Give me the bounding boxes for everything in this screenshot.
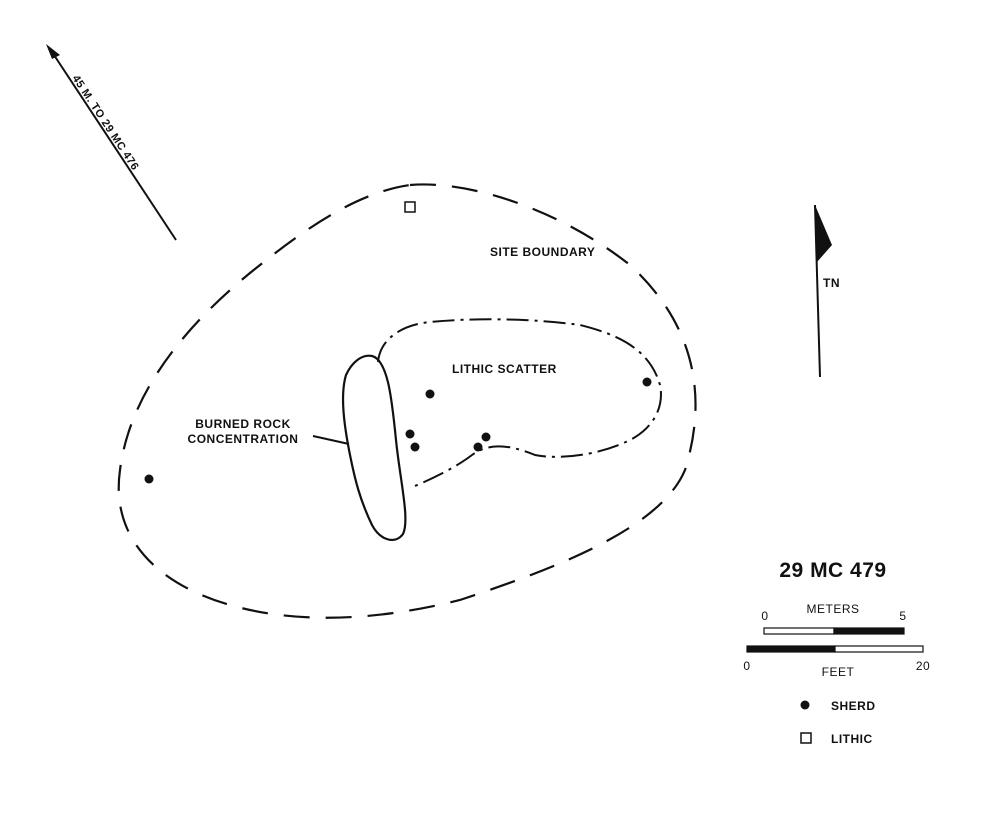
feet-bar-black (746, 645, 836, 653)
meters-bar-white (763, 627, 835, 635)
arrowhead-icon (46, 44, 60, 59)
legend-sherd-label: SHERD (831, 699, 876, 713)
legend: SHERD LITHIC (800, 699, 876, 746)
sherd-point (410, 442, 420, 452)
sherd-point (473, 442, 483, 452)
lithic-scatter-line (377, 318, 662, 489)
meters-bar-black (833, 627, 905, 635)
site-id-title: 29 MC 479 (779, 559, 886, 582)
sherd-point (481, 432, 491, 442)
meters-label: METERS (806, 602, 859, 616)
site-boundary-line (117, 183, 697, 619)
sherd-point (144, 474, 154, 484)
direction-arrow: 45 M. TO 29 MC 476 (46, 44, 177, 241)
meters-min: 0 (761, 609, 768, 623)
feet-min: 0 (743, 659, 750, 673)
lithic-scatter-label: LITHIC SCATTER (452, 362, 557, 376)
feet-label: FEET (822, 665, 855, 679)
scale-bar: METERS 0 5 0 FEET 20 (743, 602, 930, 679)
meters-max: 5 (899, 609, 906, 623)
north-arrow: TN (814, 204, 840, 378)
open-square-icon (800, 732, 812, 744)
legend-lithic-label: LITHIC (831, 732, 873, 746)
lithic-point (404, 201, 416, 213)
feet-bar-white (834, 645, 924, 653)
sherd-point (425, 389, 435, 399)
burned-rock-outline (341, 354, 407, 542)
sherd-points (144, 377, 652, 484)
filled-circle-icon (800, 700, 810, 710)
north-flag-icon (815, 205, 832, 262)
burned-rock-label-2: CONCENTRATION (188, 432, 299, 446)
direction-note: 45 M. TO 29 MC 476 (69, 73, 140, 173)
site-boundary-label: SITE BOUNDARY (490, 245, 595, 259)
burned-rock-label-1: BURNED ROCK (195, 417, 291, 431)
feet-max: 20 (916, 659, 930, 673)
burned-rock-leader (312, 435, 350, 445)
sherd-point (405, 429, 415, 439)
north-label: TN (823, 276, 840, 290)
sherd-point (642, 377, 652, 387)
